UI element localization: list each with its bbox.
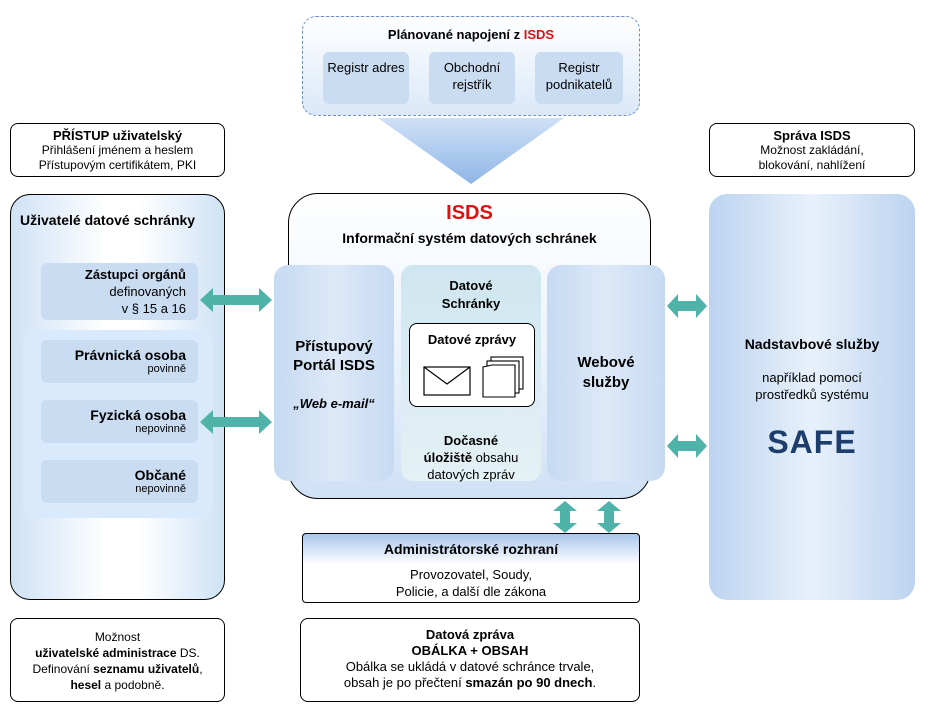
web-services-title: Webové služby [577,354,635,391]
documents-stack-icon [482,356,524,398]
data-messages-title: Datové zprávy [427,332,517,347]
isds-admin-line: Možnost zakládání, [760,143,864,157]
person-types-group: Právnická osoba povinně Fyzická osoba ne… [23,330,213,518]
isds-admin-box: Správa ISDS Možnost zakládání, blokování… [709,123,915,177]
value-added-services-desc: například pomocí prostředků systému [755,370,869,402]
admin-interface-box: Administrátorské rozhraní Provozovatel, … [302,533,640,603]
register-entrepreneurs: Registr podnikatelů [535,52,623,104]
user-access-line: Přístupovým certifikátem, PKI [38,158,197,172]
temporary-storage-label: Dočasné úložiště obsahu datových zpráv [423,433,519,482]
isds-admin-line: blokování, nahlížení [758,158,866,172]
admin-interface-desc: Provozovatel, Soudy, Policie, a další dl… [395,567,547,599]
safe-logo: SAFE [767,424,857,460]
double-arrow-icon [200,288,272,312]
planned-connections-panel: Plánované napojení z ISDS Registr adres … [302,16,640,116]
register-addresses: Registr adres [323,52,409,104]
data-boxes-title: Datové Schránky [441,278,501,311]
mailbox-users-panel: Uživatelé datové schránky Zástupci orgán… [10,194,225,600]
user-access-box: PŘÍSTUP uživatelský Přihlášení jménem a … [10,123,225,177]
planned-title: Plánované napojení z ISDS [387,27,555,42]
natural-person-box: Fyzická osoba nepovinně [41,400,198,443]
mailbox-users-title: Uživatelé datové schránky [20,212,196,228]
isds-title: ISDS [446,202,493,224]
web-email-label: „Web e-mail“ [293,396,375,411]
legal-person-box: Právnická osoba povinně [41,340,198,383]
vertical-double-arrow-icon [597,501,621,533]
isds-subtitle: Informační systém datových schránek [342,230,597,246]
admin-interface-title: Administrátorské rozhraní [383,541,559,557]
data-boxes-column: Datové Schránky Datové zprávy Dočasné úl… [401,265,541,482]
data-message-note: Datová zpráva OBÁLKA + OBSAH Obálka se u… [300,618,640,702]
user-access-line: Přihlášení jménem a heslem [41,143,194,157]
access-portal-title: Přístupový Portál ISDS [293,338,375,374]
value-added-services-title: Nadstavbové služby [744,336,880,352]
data-messages-box: Datové zprávy [409,323,535,407]
user-access-title: PŘÍSTUP uživatelský [52,128,183,143]
isds-admin-title: Správa ISDS [773,128,851,143]
funnel-arrow-icon [378,118,564,184]
value-added-services-panel: Nadstavbové služby například pomocí pros… [709,194,915,600]
access-portal-column: Přístupový Portál ISDS „Web e-mail“ [274,265,394,481]
vertical-double-arrow-icon [553,501,577,533]
user-admin-note: Možnost uživatelské administrace DS. Def… [10,618,225,702]
double-arrow-icon [200,410,272,434]
citizens-box: Občané nepovinně [41,460,198,503]
double-arrow-icon [667,434,707,458]
envelope-icon [423,366,471,396]
register-commercial: Obchodní rejstřík [429,52,515,104]
double-arrow-icon [667,294,707,318]
web-services-column: Webové služby [547,265,665,481]
authority-representatives-box: Zástupci orgánů definovaných v § 15 a 16 [41,263,198,320]
